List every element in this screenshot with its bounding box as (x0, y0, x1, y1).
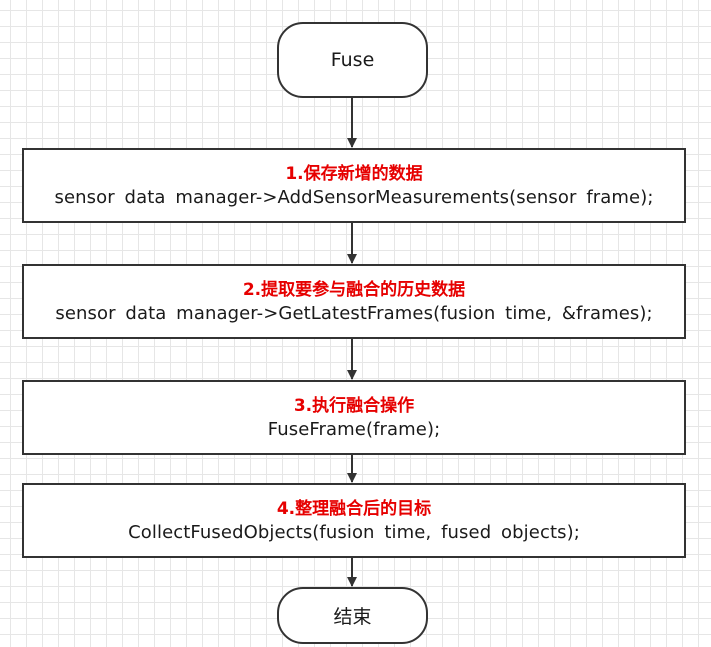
step-2-box: 2.提取要参与融合的历史数据 sensor data manager->GetL… (22, 264, 686, 339)
step-4-code: CollectFusedObjects(fusion time, fused o… (128, 521, 580, 543)
step-1-box: 1.保存新增的数据 sensor data manager->AddSensor… (22, 148, 686, 223)
step-2-code: sensor data manager->GetLatestFrames(fus… (55, 302, 653, 324)
step-2-title: 2.提取要参与融合的历史数据 (242, 279, 466, 300)
step-1-title: 1.保存新增的数据 (285, 163, 423, 184)
end-node: 结束 (277, 587, 428, 644)
start-node: Fuse (277, 22, 428, 98)
step-4-box: 4.整理融合后的目标 CollectFusedObjects(fusion ti… (22, 483, 686, 558)
step-1-code: sensor data manager->AddSensorMeasuremen… (54, 186, 654, 208)
step-4-title: 4.整理融合后的目标 (276, 498, 432, 519)
step-3-title: 3.执行融合操作 (293, 395, 415, 416)
step-3-code: FuseFrame(frame); (267, 418, 441, 440)
step-3-box: 3.执行融合操作 FuseFrame(frame); (22, 380, 686, 455)
end-node-label: 结束 (333, 606, 372, 628)
start-node-label: Fuse (330, 49, 375, 71)
